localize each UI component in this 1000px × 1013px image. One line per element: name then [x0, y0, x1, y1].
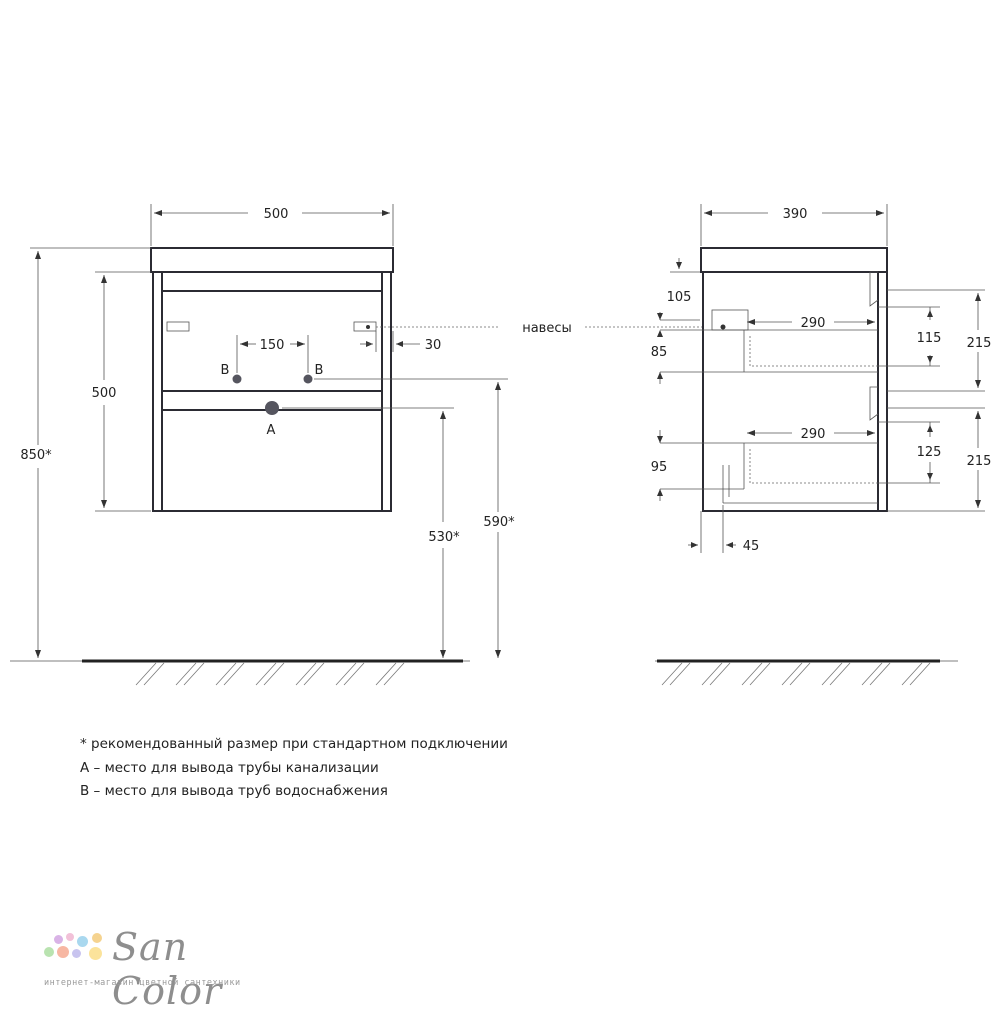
supply-label-left: B	[221, 363, 230, 378]
supply-label-right: B	[315, 363, 324, 378]
upper-drawer-box	[749, 336, 878, 367]
drain-label: A	[267, 423, 276, 438]
supply-height-label: 590*	[483, 515, 515, 530]
front-cabinet-body	[152, 271, 392, 512]
logo-dot	[44, 947, 54, 957]
left-hinge-icon	[166, 321, 190, 332]
drain-outlet-icon	[265, 401, 279, 415]
lower-drawer-box	[749, 449, 878, 484]
toe-offset-label: 45	[743, 539, 760, 554]
note-supply: B – место для вывода труб водоснабжения	[80, 783, 388, 799]
logo-dot	[57, 946, 69, 958]
side-countertop	[700, 247, 888, 273]
hinges-label: навесы	[522, 321, 572, 336]
lower-handle-icon	[869, 386, 879, 421]
front-body-height-label: 500	[92, 386, 117, 401]
front-floor-hatch	[135, 662, 405, 686]
logo-dot	[72, 949, 81, 958]
upper-drawer-depth-label: 290	[801, 316, 826, 331]
upper-offset-label: 105	[667, 290, 692, 305]
upper-drawer-height-label: 115	[917, 331, 942, 346]
front-countertop	[150, 247, 394, 273]
note-recommended: * рекомендованный размер при стандартном…	[80, 736, 508, 752]
legend-notes: * рекомендованный размер при стандартном…	[80, 733, 508, 804]
supply-spacing-label: 150	[260, 338, 285, 353]
supply-outlet-right-icon	[303, 374, 313, 384]
logo-tagline: интернет-магазин цветной сантехники	[44, 978, 241, 988]
front-view: 500 500 850* 150 30 B B	[10, 204, 515, 686]
lower-drawer-depth-label: 290	[801, 427, 826, 442]
logo-dot	[77, 936, 88, 947]
lower-drawer-total-label: 215	[967, 454, 992, 469]
drain-height-label: 530*	[428, 530, 460, 545]
logo-dot	[54, 935, 63, 944]
side-depth-label: 390	[783, 207, 808, 222]
side-cabinet-body	[702, 271, 888, 512]
lower-drawer-height-label: 125	[917, 445, 942, 460]
logo-dot	[89, 947, 102, 960]
hinge-point-icon	[366, 325, 370, 329]
side-floor-hatch	[661, 662, 931, 686]
upper-drawer-total-label: 215	[967, 336, 992, 351]
side-view: 390 105 85 290 115	[651, 204, 992, 686]
side-hinge-icon	[711, 309, 749, 331]
supply-outlet-left-icon	[232, 374, 242, 384]
front-width-label: 500	[264, 207, 289, 222]
sancolor-logo: San Color интернет-магазин цветной санте…	[44, 925, 304, 1013]
logo-dot	[66, 933, 74, 941]
upper-handle-icon	[869, 271, 879, 307]
right-hinge-icon	[353, 321, 377, 332]
logo-dot	[92, 933, 102, 943]
note-drain: A – место для вывода трубы канализации	[80, 759, 379, 776]
front-total-height-label: 850*	[20, 448, 52, 463]
hinge-offset-label: 30	[425, 338, 442, 353]
logo-dots-icon	[44, 933, 114, 973]
lower-gap-label: 95	[651, 460, 668, 475]
upper-gap-label: 85	[651, 345, 668, 360]
